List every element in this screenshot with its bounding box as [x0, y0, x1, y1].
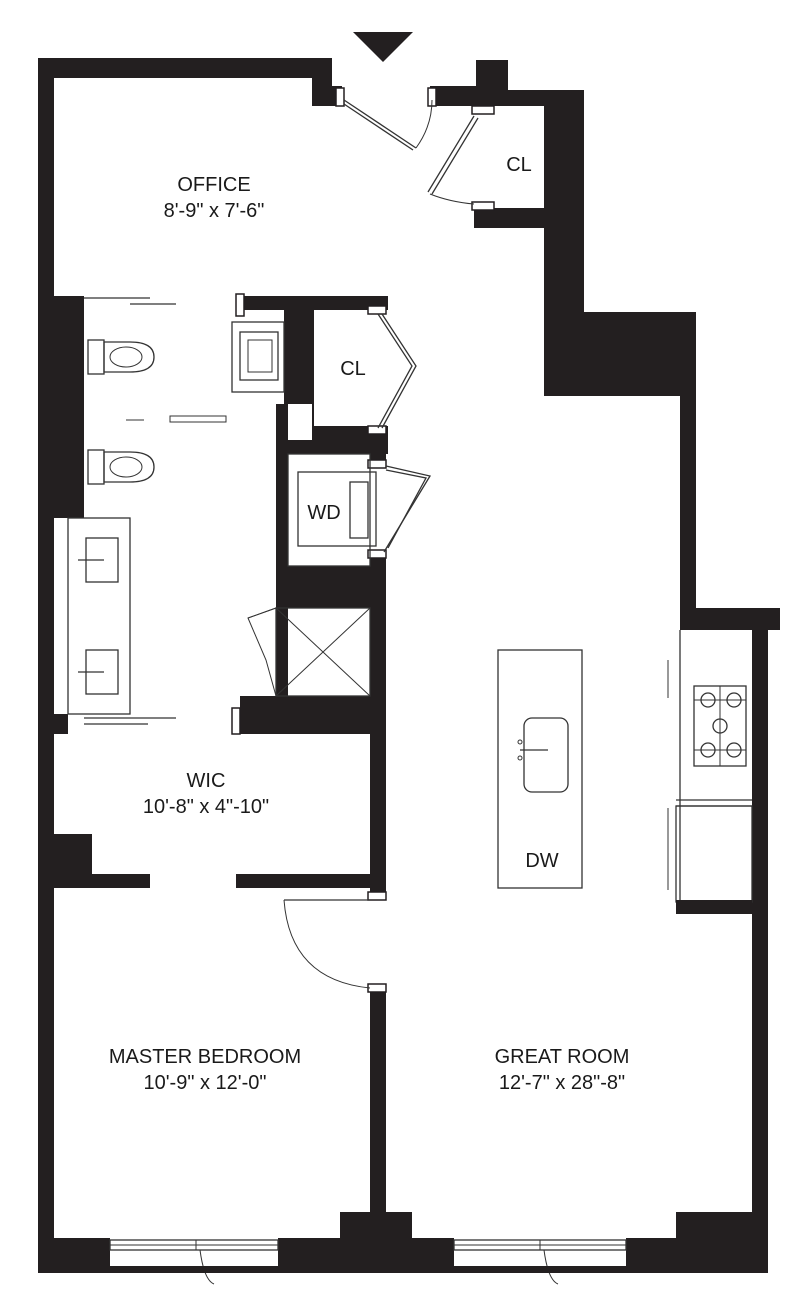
door-jambs — [231, 87, 495, 993]
closet-top-name: CL — [506, 154, 532, 176]
room-great-room: GREAT ROOM 12'-7" x 28"-8" — [446, 1044, 678, 1096]
dishwasher-label: DW — [514, 848, 570, 874]
walls — [38, 58, 780, 1273]
fixtures — [67, 321, 753, 1285]
office-name: OFFICE — [177, 174, 251, 196]
room-closet-mid: CL — [330, 356, 376, 382]
master-bedroom-dims: 10'-9" x 12'-0" — [143, 1072, 267, 1094]
room-office: OFFICE 8'-9" x 7'-6" — [114, 172, 314, 224]
wic-name: WIC — [186, 770, 226, 792]
great-room-name: GREAT ROOM — [494, 1046, 630, 1068]
room-master-bedroom: MASTER BEDROOM 10'-9" x 12'-0" — [70, 1044, 340, 1096]
doors — [84, 99, 479, 989]
room-wic: WIC 10'-8" x 4"-10" — [96, 768, 316, 820]
great-room-dims: 12'-7" x 28"-8" — [498, 1072, 626, 1094]
room-closet-top: CL — [496, 152, 542, 178]
wic-dims: 10'-8" x 4"-10" — [142, 796, 270, 818]
closet-mid-name: CL — [340, 358, 366, 380]
office-dims: 8'-9" x 7'-6" — [163, 200, 265, 222]
dw-name: DW — [525, 850, 559, 872]
washer-dryer-label: WD — [298, 500, 350, 526]
wd-name: WD — [307, 502, 341, 524]
master-bedroom-name: MASTER BEDROOM — [108, 1046, 302, 1068]
entry-triangle-icon — [353, 32, 413, 62]
